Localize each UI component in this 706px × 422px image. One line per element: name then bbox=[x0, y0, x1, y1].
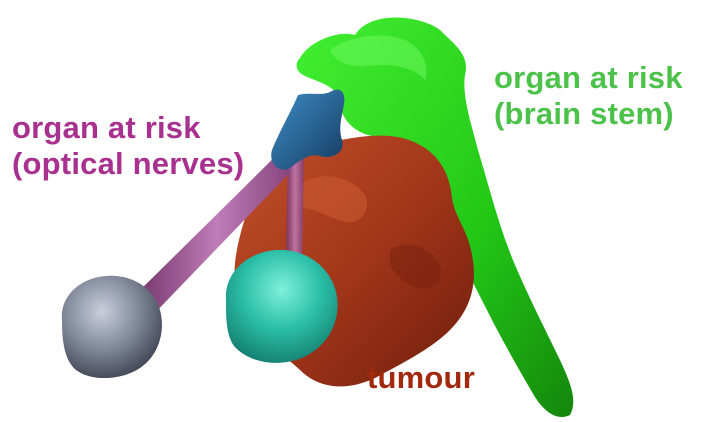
brain-stem-label: organ at risk (brain stem) bbox=[494, 60, 683, 132]
tumour-label-text: tumour bbox=[367, 360, 475, 396]
tumour-label: tumour bbox=[367, 360, 475, 396]
brain-stem-label-line1: organ at risk bbox=[494, 60, 683, 96]
brain-stem-label-line2: (brain stem) bbox=[494, 96, 683, 132]
left-eye-shape bbox=[62, 276, 162, 378]
optical-nerves-label-line1: organ at risk bbox=[12, 110, 244, 146]
optical-nerves-label-line2: (optical nerves) bbox=[12, 146, 244, 182]
optical-nerves-label: organ at risk (optical nerves) bbox=[12, 110, 244, 182]
